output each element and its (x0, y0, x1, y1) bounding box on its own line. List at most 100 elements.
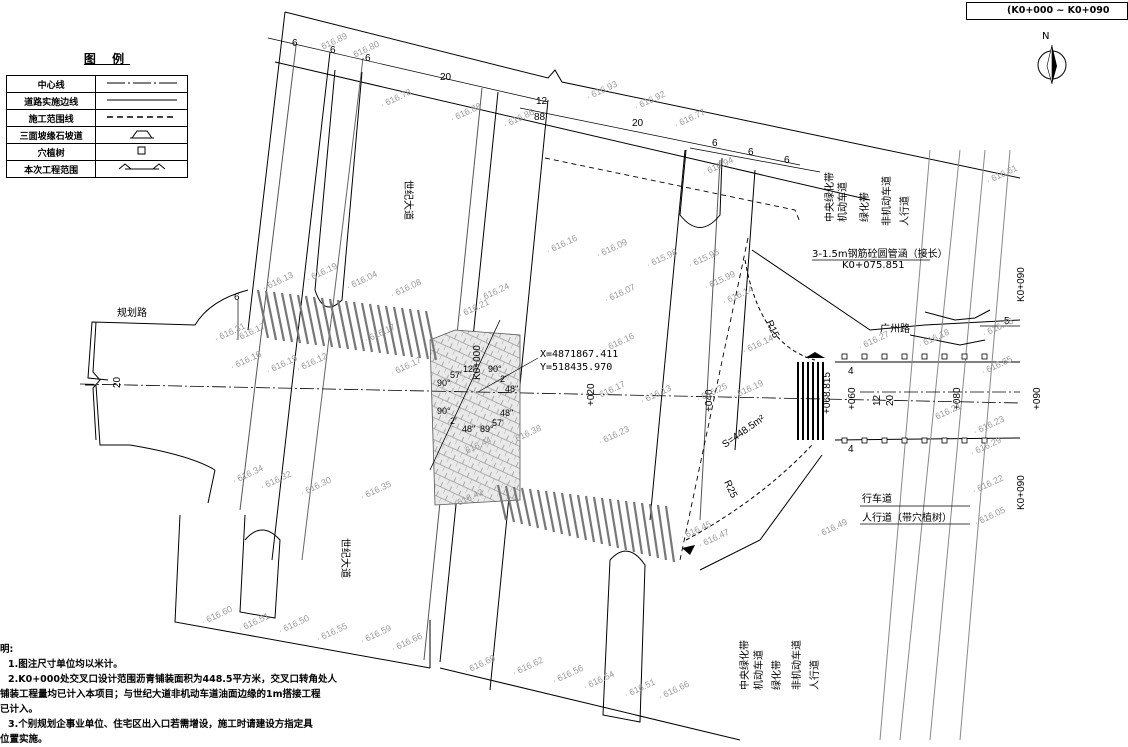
elevation-point: · 616.86 (502, 107, 536, 130)
elevation-point: · 616.05 (973, 505, 1007, 528)
elevation-point: · 616.23 (597, 424, 631, 447)
legend-name-ramp: 三面坡缘石坡道 (5, 126, 97, 144)
dim-left-2: 20 (112, 376, 123, 388)
crosswalk-west (256, 289, 438, 361)
century-avenue-outline (174, 11, 1021, 741)
note-2b: 铺装工程量均已计入本项目；与世纪大道非机动车道油面边缘的1m搭接工程 (0, 689, 321, 700)
dim-top-3: 6 (365, 53, 371, 64)
planned-road (85, 289, 249, 471)
curb-ramp-icon (129, 130, 154, 138)
elevation-point: · 616.21 (457, 297, 491, 320)
radius-r25: R25 (721, 479, 739, 501)
elevation-point: · 616.19 (305, 261, 339, 284)
coord-y: Y=518435.970 (540, 362, 612, 373)
elevation-point: · 616.77 (673, 107, 707, 130)
north-arrow-icon (1037, 44, 1067, 85)
dim-right-4: 4 (848, 366, 854, 377)
note-3: 3.个别规划企事业单位、住宅区出入口若需增设，施工时请建设方指定具 (8, 719, 313, 730)
sec-top-0: 中央绿化带 (823, 172, 836, 222)
dim-top-7: 20 (632, 118, 644, 129)
sec-top-3: 非机动车道 (880, 176, 893, 226)
station-labels: K0+000 +020 +040 +060 +068.815 +080 +090… (472, 267, 1043, 510)
elevation-point: · 616.92 (633, 89, 667, 112)
elevation-point: · 616.14 (741, 333, 775, 356)
intersection-plan-drawing: N 世纪大道 世纪大道 规划路 广州路 6 6 6 20 12 88 20 6 … (79, 11, 1067, 741)
elevation-point: · 616.17 (593, 379, 627, 402)
sec-top-4: 人行道 (898, 196, 911, 226)
sec-top-2: 绿化带 (858, 192, 871, 222)
elevation-point: · 616.17 (389, 355, 423, 378)
legend-name-centerline: 中心线 (5, 75, 97, 93)
pipe-note-line1: 3-1.5m钢筋砼圆管涵（接长） (812, 247, 948, 260)
angle-1: 90° (437, 378, 451, 388)
elevation-point: · 616.16 (545, 233, 579, 256)
sec-bot-1: 机动车道 (752, 650, 765, 690)
elevation-point: · 616.59 (359, 623, 393, 646)
road-label-century-bottom: 世纪大道 (339, 538, 352, 578)
intersection-paving (429, 329, 521, 506)
dim-top-2: 6 (330, 45, 336, 56)
station-068: +068.815 (822, 372, 833, 414)
coord-x: X=4871867.411 (540, 349, 618, 360)
station-090: +090 (1032, 387, 1043, 410)
angle-12: 48" (462, 424, 475, 434)
note-2: 2.K0+000处交叉口设计范围沥青铺装面积为448.5平方米，交叉口转角处人 (8, 674, 338, 685)
radius-markers (682, 352, 825, 555)
elevation-point: · 616.66 (390, 631, 424, 654)
elevation-point: · 616.51 (623, 677, 657, 700)
legend-row: 道路实施边线 (5, 92, 188, 110)
road-centerline (79, 319, 1021, 471)
paving-area: S=448.5m² (720, 413, 767, 451)
legend: 图 例 中心线 道路实施边线 施工范围线 三面坡缘石坡道 穴 (5, 50, 188, 178)
sec-top-1: 机动车道 (836, 182, 849, 222)
crosswalk-guangzhou (797, 362, 824, 440)
dim-top-4: 20 (440, 72, 452, 83)
sec-bot-2: 绿化带 (770, 660, 783, 690)
elevation-point: · 616.14 (721, 284, 755, 307)
section-labels-bottom: 中央绿化带 机动车道 绿化带 非机动车道 人行道 (738, 640, 821, 690)
sec-bot-3: 非机动车道 (790, 640, 803, 690)
road-label-planned: 规划路 (117, 306, 147, 319)
dim-right-1: 5 (1004, 316, 1010, 327)
station-040: +040 (704, 389, 715, 412)
dimension-texts: 6 6 6 20 12 88 20 6 6 6 6 20 5 12 20 4 4 (112, 38, 1010, 455)
dim-left-1: 6 (234, 292, 240, 303)
legend-symbol-edge (95, 92, 188, 110)
dim-top-5: 12 (536, 96, 548, 107)
angle-11: 2' (450, 416, 457, 426)
elevation-point: · 616.09 (595, 237, 629, 260)
legend-symbol-centerline (95, 75, 188, 93)
legend-name-edge: 道路实施边线 (5, 92, 97, 110)
elevation-point: · 616.62 (511, 655, 545, 678)
station-k0-000: K0+000 (472, 345, 483, 380)
elevation-point: · 616.55 (315, 621, 349, 644)
elevation-point: · 615.99 (703, 269, 737, 292)
legend-symbol-ramp (95, 126, 188, 144)
dim-right-2: 12 (872, 394, 883, 406)
station-k0-090-bottom: K0+090 (1016, 475, 1027, 510)
angle-labels: 90° 57' 12" 90° 2' 48" 89° 57' 48" 90° 2… (437, 364, 518, 434)
dim-right-5: 4 (848, 444, 854, 455)
legend-row: 本次工程范围 (5, 160, 188, 178)
legend-name-dashed: 施工范围线 (5, 109, 97, 127)
elevation-point: · 616.16 (602, 331, 636, 354)
construction-range (544, 157, 801, 561)
dim-top-9: 6 (748, 147, 754, 158)
angle-5: 2' (500, 374, 507, 384)
pipe-note-line2: K0+075.851 (842, 260, 905, 271)
median-islands (239, 69, 723, 723)
label-sidewalk: 人行道（带穴植树） (862, 511, 952, 524)
elevation-point: · 616.22 (971, 473, 1005, 496)
elevation-point: · 616.35 (359, 479, 393, 502)
label-carriageway: 行车道 (862, 492, 892, 505)
road-label-guangzhou: 广州路 (880, 322, 910, 335)
range-arrow-icon (118, 162, 165, 169)
elevation-point: · 616.49 (815, 517, 849, 540)
elevation-point: · 616.61 (985, 163, 1019, 186)
legend-row: 中心线 (5, 75, 188, 93)
dimension-lines (237, 37, 1020, 340)
station-k0-090-top: K0+090 (1016, 267, 1027, 302)
angle-7: 89° (480, 424, 494, 434)
elevation-point: · 616.66 (657, 679, 691, 702)
dim-top-10: 6 (784, 155, 790, 166)
